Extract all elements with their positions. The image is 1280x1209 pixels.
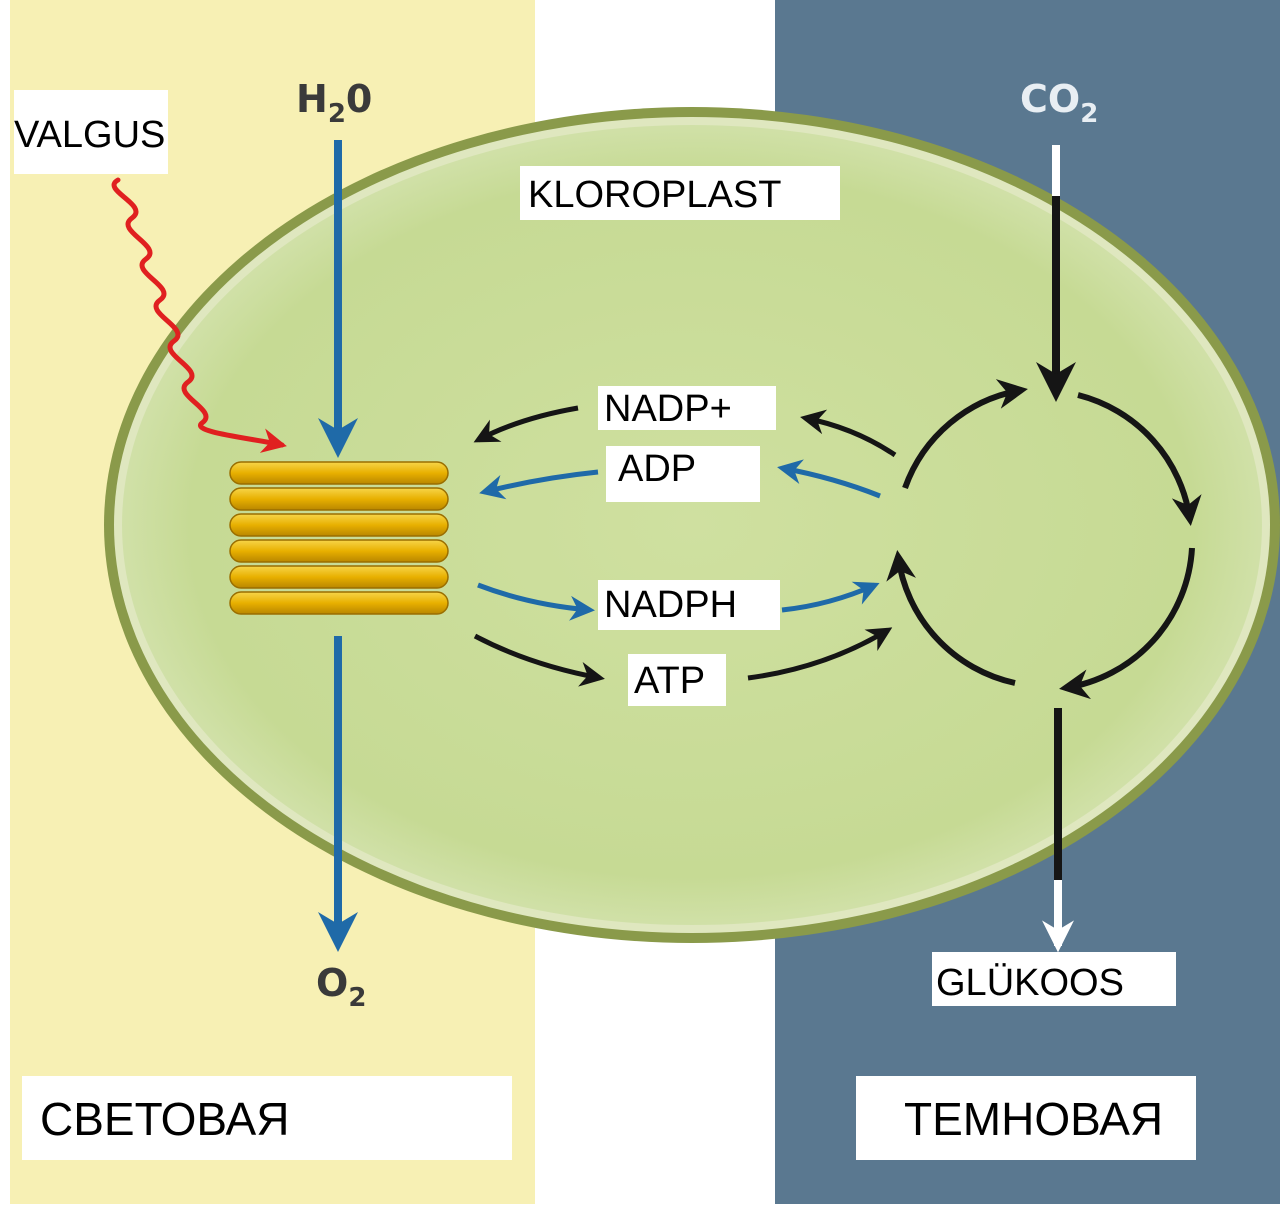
adp-label: ADP	[606, 446, 760, 502]
thylakoid-disc	[229, 591, 449, 615]
chloroplast-label: KLOROPLAST	[520, 166, 840, 220]
nadph-label: NADPH	[598, 580, 780, 630]
nadp-plus-arrow-left	[473, 405, 579, 443]
light-phase-label: СВЕТОВАЯ	[22, 1076, 512, 1160]
atp-arrow-left	[473, 633, 605, 687]
thylakoid-disc	[229, 513, 449, 537]
atp-label: ATP	[628, 654, 726, 706]
cycle-arc	[1077, 392, 1202, 526]
calvin-cycle	[886, 379, 1202, 700]
thylakoid-disc	[229, 539, 449, 563]
nadp-plus-label: NADP+	[598, 386, 776, 430]
adp-arrow-left	[479, 469, 599, 500]
oxygen-formula: O2	[316, 961, 366, 1013]
water-formula: H20	[296, 77, 372, 129]
nadph-arrow-left	[477, 582, 595, 621]
cycle-arc	[902, 379, 1028, 490]
atp-arrow-right	[747, 627, 893, 681]
thylakoid-disc	[229, 461, 449, 485]
cycle-arc	[1059, 547, 1195, 700]
chloroplast-stroma	[122, 125, 1262, 925]
thylakoid-disc	[229, 565, 449, 589]
dark-phase-label: ТЕМНОВАЯ	[856, 1076, 1196, 1160]
glucose-label: GLÜKOOS	[932, 952, 1176, 1006]
nadph-arrow-right	[781, 581, 880, 613]
grana-stack	[229, 461, 449, 615]
cycle-arc	[886, 550, 1016, 686]
thylakoid-disc	[229, 487, 449, 511]
nadp-plus-arrow-right	[800, 409, 897, 458]
light-ray-arrow	[111, 177, 287, 453]
light-label-valgus: VALGUS	[14, 90, 168, 174]
adp-arrow-right	[777, 459, 881, 499]
co2-formula: CO2	[1020, 77, 1098, 129]
